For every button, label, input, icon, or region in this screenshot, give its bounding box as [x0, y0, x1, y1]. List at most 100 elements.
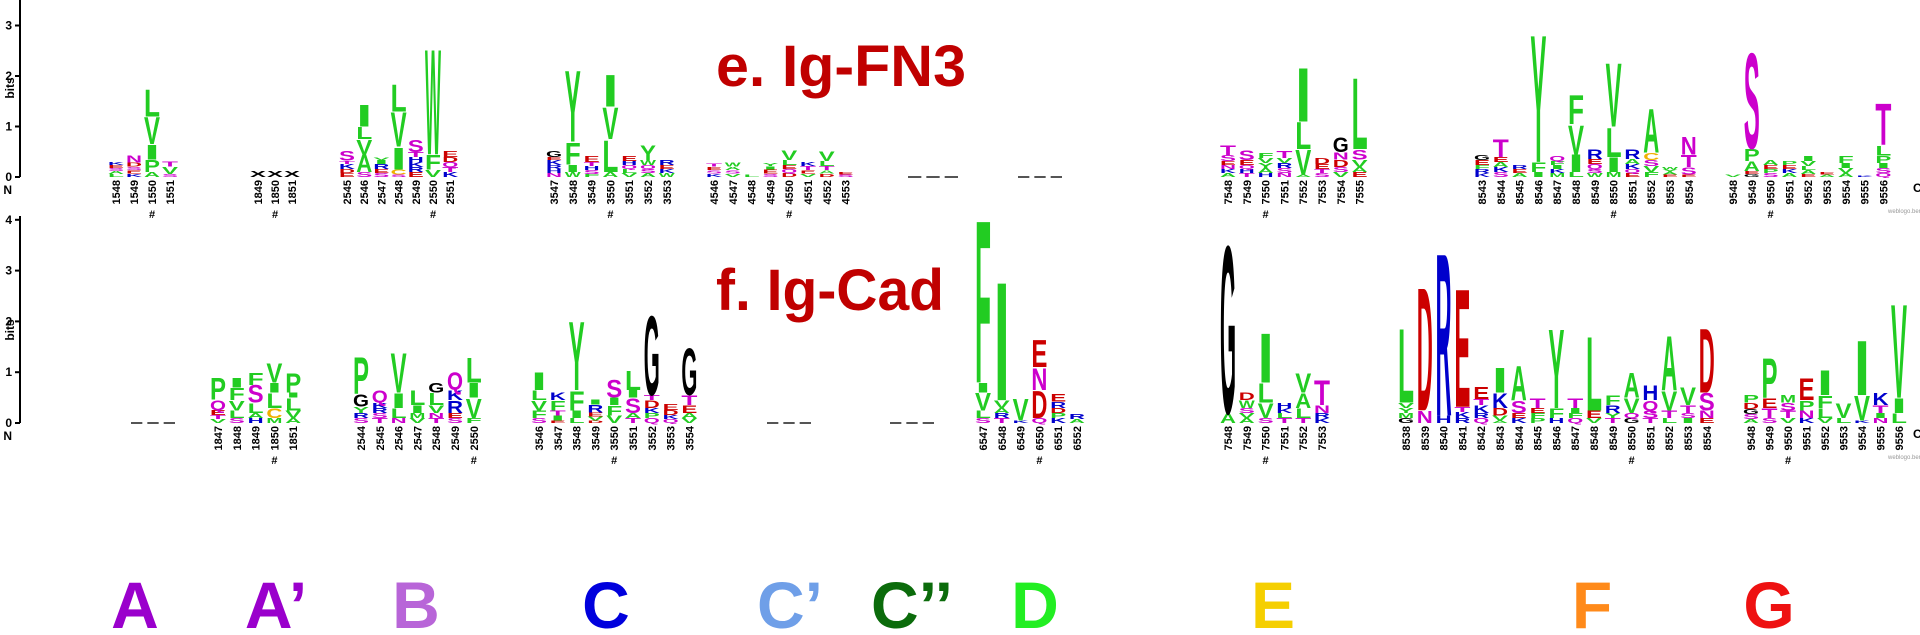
logo-letter-a: A	[1744, 159, 1760, 175]
logo-letter-s: S	[408, 137, 424, 156]
logo-letter-v: V	[1643, 165, 1659, 174]
logo-letter-v: V	[210, 418, 226, 424]
logo-letter-a: A	[108, 170, 125, 175]
logo-letter-m: M	[1549, 172, 1565, 178]
position-label: 9550	[1766, 180, 1778, 204]
strand-label: A	[111, 568, 159, 635]
strand-group-c: NHRKEG3547WIFY3548FSHTE3549ALVI3550#VLQH…	[546, 49, 675, 221]
logo-letter-e: E	[1239, 159, 1255, 167]
logo-letter-l: L	[781, 159, 797, 167]
logo-letter-v: V	[1780, 417, 1796, 425]
logo-letter-l: L	[744, 174, 761, 178]
position-label: 8544	[1496, 179, 1508, 204]
logo-letter-e: E	[442, 149, 458, 158]
logo-letter-s: S	[1744, 24, 1760, 177]
logo-letter-s: S	[1699, 389, 1715, 416]
position-label: 9556	[1878, 180, 1890, 204]
strand-label: B	[392, 568, 440, 635]
logo-letter-f: F	[1643, 171, 1659, 179]
position-label: 9552	[1803, 180, 1815, 204]
logo-letter-t: T	[1314, 375, 1330, 413]
logo-letter-e: E	[546, 156, 562, 161]
logo-letter-t: T	[1276, 148, 1293, 160]
position-label: 7548	[1223, 180, 1235, 204]
logo-letter-v: V	[466, 392, 482, 424]
logo-letter-l: L	[1875, 143, 1891, 159]
logo-letter-s: S	[126, 165, 142, 171]
logo-letter-t: T	[819, 165, 835, 171]
logo-letter-f: F	[466, 417, 482, 425]
reference-mark: #	[1629, 455, 1635, 467]
logo-letter-e: E	[1454, 254, 1470, 443]
logo-letter-q: Q	[640, 164, 656, 170]
logo-letter-k: K	[408, 161, 424, 169]
logo-letter-t: T	[442, 166, 458, 174]
logo-letter-i: I	[229, 375, 245, 391]
position-label: 7551	[1279, 180, 1291, 204]
logo-letter-d: D	[663, 409, 679, 417]
logo-letter-w: W	[1662, 166, 1679, 170]
logo-letter-t: T	[1875, 91, 1891, 158]
logo-letter-a: A	[1819, 174, 1836, 178]
position-label: 4552	[822, 180, 834, 204]
logo-letter-a: A	[1512, 172, 1528, 178]
logo-letter-i: I	[606, 396, 622, 408]
logo-letter-l: L	[819, 160, 835, 168]
position-label: 8546	[1533, 180, 1545, 204]
logo-letter-s: S	[1493, 171, 1509, 179]
logo-letter-i: I	[565, 162, 581, 174]
logo-letter-g: G	[1624, 417, 1640, 425]
logo-letter-n: N	[1333, 150, 1349, 162]
logo-letter-v: V	[1624, 393, 1641, 417]
logo-letter-a: A	[1239, 417, 1255, 425]
logo-letter-n: N	[1276, 172, 1292, 178]
logo-letter-f: F	[975, 173, 991, 433]
logo-letter-l: L	[569, 417, 585, 425]
logo-letter-v: V	[373, 157, 390, 161]
logo-letter-y: Y	[1530, 0, 1546, 201]
logo-letter-a: A	[1295, 388, 1311, 412]
position-label: 8554	[1702, 425, 1714, 450]
logo-letter-i: I	[1606, 152, 1622, 176]
logo-letter-v: V	[1800, 160, 1816, 168]
logo-letter-h: H	[408, 156, 424, 164]
logo-letter-r: R	[546, 164, 562, 170]
logo-letter-p: P	[285, 367, 301, 399]
logo-letter-e: E	[800, 169, 816, 175]
logo-letter-w: W	[725, 161, 741, 167]
position-label: 8542	[1476, 426, 1488, 450]
logo-letter-s: S	[1314, 172, 1330, 178]
logo-letter-q: Q	[447, 369, 463, 396]
logo-letter-f: F	[1258, 152, 1274, 160]
logo-letter-k: K	[1854, 420, 1871, 424]
logo-letter-n: N	[1031, 361, 1047, 397]
logo-letter-l: L	[1295, 115, 1311, 158]
logo-letter-a: A	[625, 412, 641, 420]
logo-letter-f: F	[531, 408, 547, 420]
logo-letter-y: Y	[640, 140, 656, 164]
logo-letter-v: V	[285, 408, 302, 420]
logo-letter-e: E	[1031, 332, 1047, 375]
logo-letter-s: S	[229, 417, 245, 425]
logo-letter-l: L	[1398, 309, 1414, 426]
logo-letter-l: L	[1606, 120, 1622, 167]
